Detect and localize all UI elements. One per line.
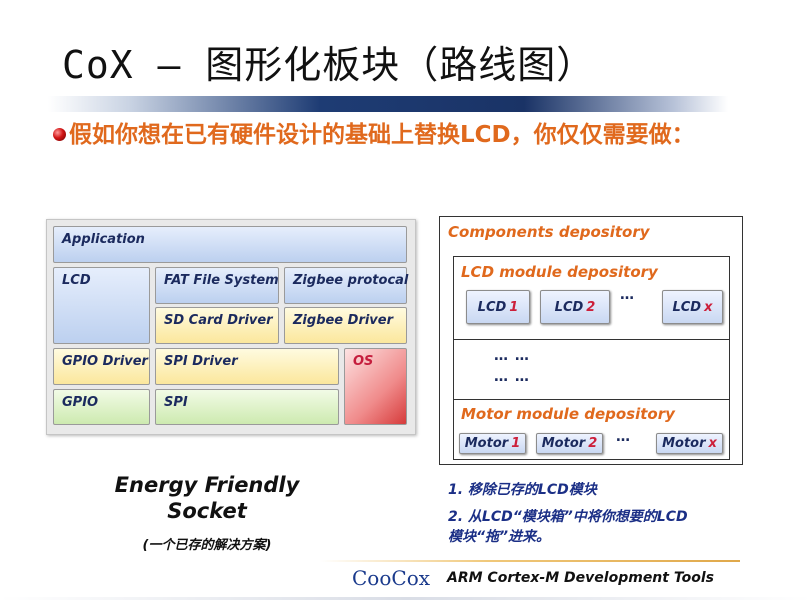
headline-text: 假如你想在已有硬件设计的基础上替换LCD，你仅仅需要做： — [69, 122, 695, 148]
stack-zigbee-driver-label: Zigbee Driver — [293, 313, 394, 328]
chip-label: LCD — [477, 299, 507, 315]
step-2-line1: 2. 从LCD“模块箱”中将你想要的LCD — [448, 509, 688, 525]
stack-zigbee-protocol-label: Zigbee protocal — [293, 273, 409, 288]
step-1-text: 1. 移除已存的LCD模块 — [448, 482, 597, 498]
bullet-icon — [53, 128, 66, 141]
stack-spi-driver-label: SPI Driver — [164, 354, 238, 369]
stack-os-block: OS — [344, 348, 407, 425]
stack-application-block: Application — [53, 226, 407, 263]
stack-zigbee-protocol-block: Zigbee protocal — [284, 267, 409, 304]
lcd-module-title: LCD module depository — [461, 263, 658, 281]
slide-title: CoX — 图形化板块（路线图） — [62, 43, 596, 87]
motor-module-ellipsis: … — [616, 429, 631, 445]
chip-label: Motor — [662, 436, 706, 451]
coocox-logo: CooCox — [352, 566, 431, 590]
motor-module-title: Motor module depository — [461, 405, 675, 423]
stack-gpio-driver-block: GPIO Driver — [53, 348, 150, 385]
title-underline-bar — [48, 96, 728, 112]
stack-fat-label: FAT File System — [164, 273, 279, 288]
stack-gpio-block: GPIO — [53, 389, 150, 425]
stack-sd-card-block: SD Card Driver — [155, 307, 279, 344]
stack-lcd-label: LCD — [62, 273, 91, 288]
stack-caption-line1: Energy Friendly — [114, 473, 300, 497]
other-modules-placeholder: … … … … — [453, 339, 730, 400]
chip-label: LCD — [672, 299, 702, 315]
stack-gpio-label: GPIO — [62, 395, 99, 410]
stack-caption-line2: Socket — [167, 499, 247, 523]
stack-spi-label: SPI — [164, 395, 188, 410]
middle-ellipsis-1: … … — [494, 348, 530, 364]
stack-zigbee-driver-block: Zigbee Driver — [284, 307, 407, 344]
stack-application-label: Application — [62, 232, 145, 247]
stack-os-label: OS — [353, 354, 374, 369]
chip-number: 2 — [586, 299, 596, 315]
chip-number: 2 — [588, 436, 598, 451]
middle-ellipsis-2: … … — [494, 369, 530, 385]
lcd-module-ellipsis: … — [620, 287, 635, 303]
stack-gpio-driver-label: GPIO Driver — [62, 354, 148, 369]
chip-number: x — [704, 299, 713, 315]
chip-number: 1 — [511, 436, 521, 451]
stack-spi-block: SPI — [155, 389, 339, 425]
stack-caption: Energy Friendly Socket — [92, 472, 322, 524]
footer-tagline: ARM Cortex-M Development Tools — [447, 570, 714, 586]
chip-label: LCD — [554, 299, 584, 315]
chip-number: x — [708, 436, 717, 451]
stack-fat-block: FAT File System — [155, 267, 279, 304]
components-depository-title: Components depository — [448, 223, 650, 241]
chip-label: Motor — [541, 436, 586, 451]
stack-sd-card-label: SD Card Driver — [164, 313, 273, 328]
step-2-line2: 模块“拖”进来。 — [448, 529, 551, 545]
step-2-text: 2. 从LCD“模块箱”中将你想要的LCD 模块“拖”进来。 — [448, 507, 778, 547]
stack-lcd-block: LCD — [53, 267, 150, 344]
chip-label: Motor — [464, 436, 509, 451]
stack-subcaption: (一个已存的解决方案) — [142, 538, 272, 553]
chip-number: 1 — [509, 299, 519, 315]
stack-spi-driver-block: SPI Driver — [155, 348, 339, 385]
footer-divider — [320, 560, 740, 562]
footer-bottom-rule — [0, 597, 811, 600]
